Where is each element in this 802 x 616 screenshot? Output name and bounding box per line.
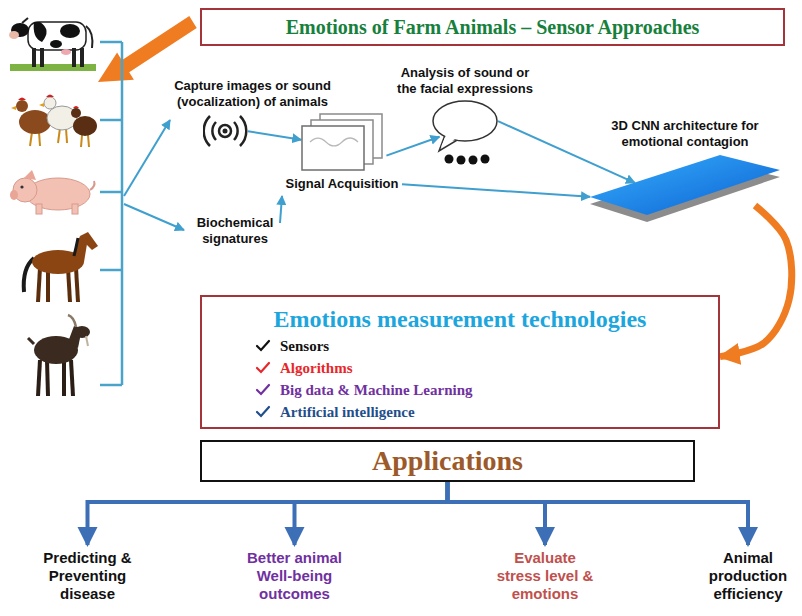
list-item: Artificial intelligence (202, 401, 718, 423)
branch-arrow (448, 482, 546, 545)
applications-box: Applications (200, 440, 695, 482)
pig-illustration (10, 170, 95, 214)
node-label: Analysis of sound or the facial expressi… (390, 65, 540, 97)
node-label: Capture images or sound (vocalization) o… (165, 78, 340, 110)
bracket-arrow (124, 204, 184, 230)
pages-icon (300, 112, 385, 174)
flow-arrow (402, 184, 590, 197)
node-label: Better animal Well-being outcomes (232, 549, 357, 603)
sound-icon (203, 110, 248, 152)
application-item: Better animal Well-being outcomes (232, 545, 357, 603)
application-item: Predicting & Preventing disease (25, 545, 150, 603)
list-item: Big data & Machine Learning (202, 379, 718, 401)
speech-bubble (429, 97, 501, 169)
curved-arrow (720, 205, 792, 356)
cnn-slab (585, 150, 785, 226)
title-box: Emotions of Farm Animals – Sensor Approa… (200, 8, 785, 46)
technology-box: Emotions measurement technologiesSensors… (200, 295, 720, 429)
check-marks (257, 341, 269, 416)
flow-arrow (280, 196, 282, 223)
list-item: Sensors (202, 335, 718, 357)
node-label: Signal Acquisition (282, 176, 402, 192)
flow-arrow (248, 131, 301, 139)
application-item: Evaluate stress level & emotions (493, 545, 597, 603)
orange-pointer-arrow (98, 16, 197, 82)
node-label: Evaluate stress level & emotions (493, 549, 597, 603)
box-heading: Emotions measurement technologies (202, 303, 718, 335)
list-item: Algorithms (202, 357, 718, 379)
goat-illustration (28, 315, 90, 396)
application-item: Animal production efficiency (700, 545, 796, 603)
cow-illustration (9, 18, 96, 71)
process-step: 3D CNN architecture for emotional contag… (585, 118, 785, 226)
process-step: Signal Acquisition (282, 112, 402, 196)
flow-arrow (386, 137, 439, 156)
process-step: Analysis of sound or the facial expressi… (390, 65, 540, 169)
node-label: 3D CNN architecture for emotional contag… (585, 118, 785, 150)
bracket-arrow (124, 120, 170, 196)
branch-arrow (448, 482, 749, 545)
chickens-illustration (11, 95, 97, 148)
node-label: Applications (202, 443, 693, 479)
node-label: Predicting & Preventing disease (25, 549, 150, 603)
branch-arrow (88, 482, 448, 545)
branch-arrow (295, 482, 448, 545)
animal-bracket (100, 42, 122, 385)
title-text: Emotions of Farm Animals – Sensor Approa… (208, 14, 777, 40)
node-label: Biochemical signatures (190, 215, 280, 247)
node-label: Animal production efficiency (700, 549, 796, 603)
horse-illustration (24, 232, 98, 302)
sensor-step: Biochemical signatures (190, 215, 280, 247)
